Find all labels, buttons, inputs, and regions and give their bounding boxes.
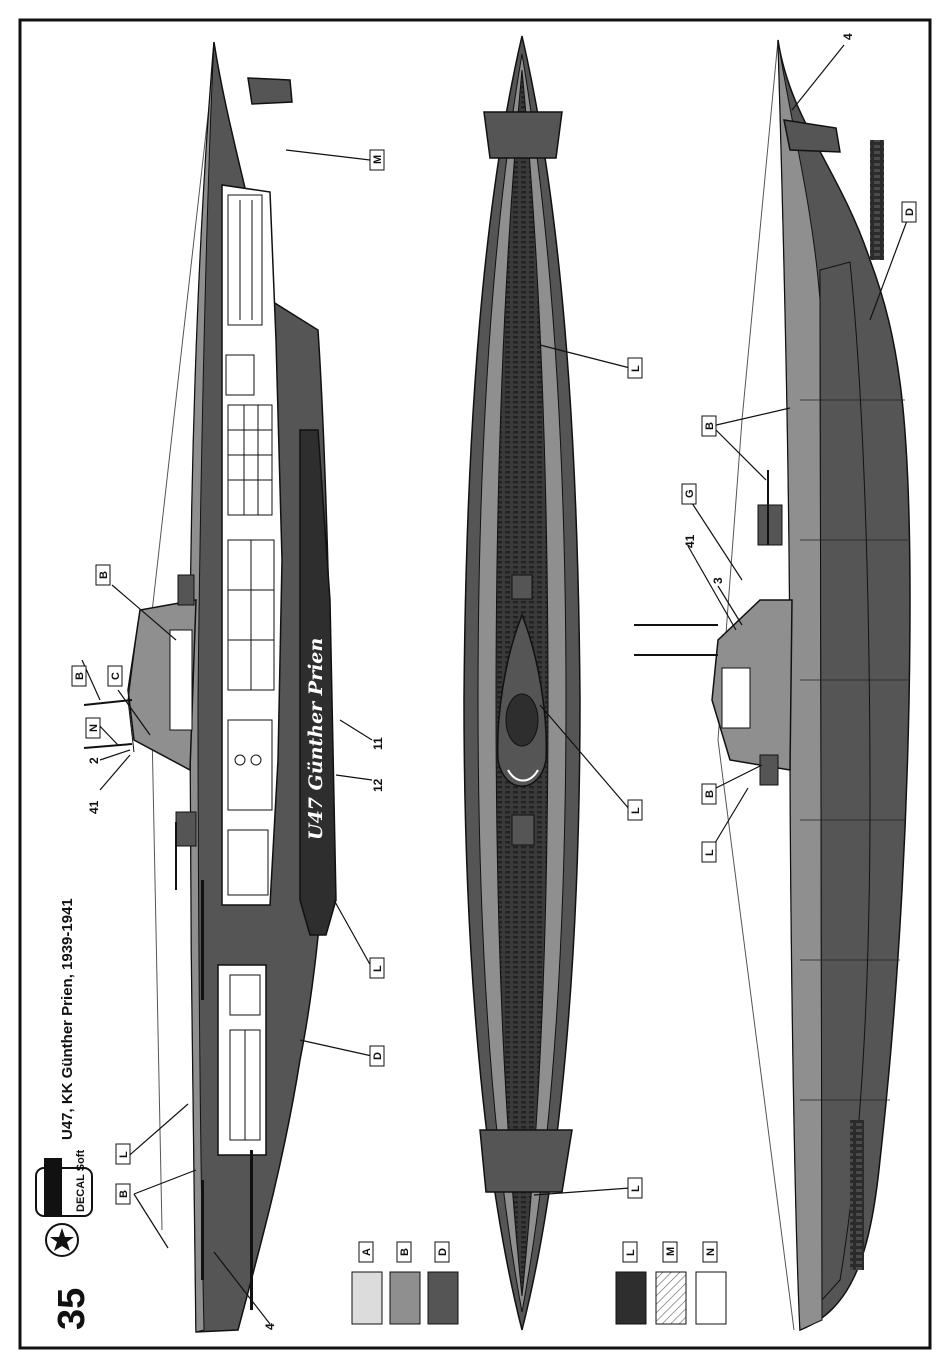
callout-tag: B: [702, 784, 716, 804]
svg-text:D: D: [372, 1052, 384, 1060]
callout-tag: L: [628, 1178, 642, 1198]
svg-text:C: C: [110, 672, 122, 680]
callout-tag: L: [370, 958, 384, 978]
svg-text:L: L: [704, 849, 716, 856]
swatch-label-m: M: [663, 1242, 677, 1262]
callout-tag: C: [108, 666, 122, 686]
swatch-l: [616, 1272, 646, 1324]
swatch-code: A: [361, 1248, 373, 1256]
swatch-b: [390, 1272, 420, 1324]
swatch-d: [428, 1272, 458, 1324]
svg-text:L: L: [118, 1151, 130, 1158]
callout-tag: D: [370, 1046, 384, 1066]
swatch-code: M: [665, 1247, 677, 1256]
callout-tag: D: [902, 202, 916, 222]
stern-planes: [484, 112, 562, 158]
svg-text:G: G: [684, 489, 696, 498]
bow-planes: [480, 1130, 572, 1192]
cutaway-aft: [218, 965, 266, 1155]
svg-text:B: B: [704, 790, 716, 798]
callout-number: 2: [87, 757, 101, 764]
swatch-code: D: [437, 1248, 449, 1256]
svg-text:N: N: [88, 724, 100, 732]
swatch-code: B: [399, 1248, 411, 1256]
deck-gun-2: [758, 505, 782, 545]
svg-text:L: L: [630, 1185, 642, 1192]
svg-text:B: B: [118, 1190, 130, 1198]
callout-number: 3: [711, 577, 725, 584]
hull-name-text: U47 Günther Prien: [305, 638, 327, 840]
callout-tag: B: [116, 1184, 130, 1204]
swatch-label-a: A: [359, 1242, 373, 1262]
callout-tag: B: [72, 666, 86, 686]
vent-strip-fore: [850, 1120, 864, 1270]
callout-number: 12: [371, 778, 385, 792]
swatch-m: [656, 1272, 686, 1324]
svg-text:B: B: [74, 672, 86, 680]
callout-tag: G: [682, 484, 696, 504]
gun-top-aft: [512, 575, 532, 599]
tower-window: [170, 630, 192, 730]
svg-text:L: L: [372, 965, 384, 972]
svg-text:M: M: [372, 155, 384, 164]
callout-number: 41: [87, 800, 101, 814]
callout-tag: M: [370, 150, 384, 170]
swatch-a: [352, 1272, 382, 1324]
decal-logo-text: DECAL Soft: [75, 1150, 87, 1212]
callout-tag: B: [702, 416, 716, 436]
callout-tag: N: [86, 718, 100, 738]
page-number: 35: [51, 1288, 93, 1330]
callout-number: 11: [371, 737, 385, 750]
vent-strip-aft: [870, 140, 884, 260]
callout-tag: B: [96, 565, 110, 585]
gun-top-fore: [512, 815, 534, 845]
deck-gun-fore: [176, 812, 196, 846]
aa-gun-2: [760, 755, 778, 785]
deck-gun-aft: [178, 575, 194, 605]
sheet-title: U47, KK Günther Prien, 1939-1941: [59, 898, 76, 1140]
tower-window-2: [722, 668, 750, 728]
swatch-label-b: B: [397, 1242, 411, 1262]
svg-text:B: B: [98, 571, 110, 579]
callout-number: 41: [683, 534, 697, 548]
stern-rudder: [248, 78, 292, 104]
swatch-label-l: L: [623, 1242, 637, 1262]
swatch-code: L: [625, 1249, 637, 1256]
callout-tag: L: [628, 358, 642, 378]
swatch-label-d: D: [435, 1242, 449, 1262]
callout-tag: L: [702, 842, 716, 862]
callout-number: 4: [263, 1323, 277, 1330]
svg-text:B: B: [704, 422, 716, 430]
svg-text:L: L: [630, 807, 642, 814]
swatch-n: [696, 1272, 726, 1324]
callout-number: 4: [841, 33, 855, 40]
svg-text:L: L: [630, 365, 642, 372]
swatch-label-n: N: [703, 1242, 717, 1262]
callout-tag: L: [116, 1144, 130, 1164]
callout-tag: L: [628, 800, 642, 820]
svg-text:D: D: [904, 208, 916, 216]
swatch-code: N: [705, 1248, 717, 1256]
